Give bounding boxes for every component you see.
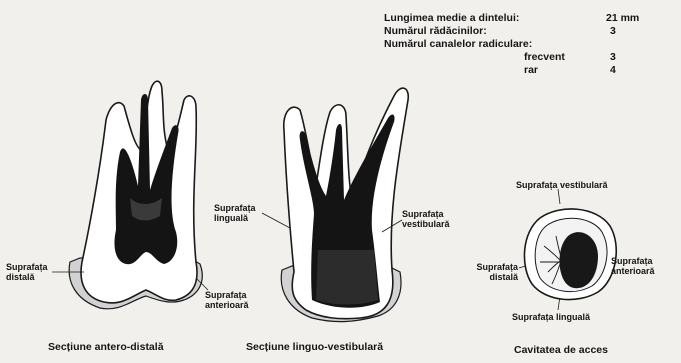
label-access-vestibular: Suprafața vestibulară [516, 180, 608, 190]
label-anterior-surface: Suprafața anterioară [205, 290, 249, 310]
label-line: anterioară [205, 300, 249, 310]
label-line: Suprafața [611, 256, 655, 266]
label-line: Suprafața [472, 262, 518, 272]
label-line: distală [6, 272, 48, 282]
label-access-lingual: Suprafața linguală [512, 312, 590, 322]
avg-length-label: Lungimea medie a dintelui: [384, 12, 519, 25]
label-distal-surface: Suprafața distală [6, 262, 48, 282]
roots-label: Numărul rădăcinilor: [384, 25, 487, 38]
label-access-anterior: Suprafața anterioară [611, 256, 655, 276]
label-line: Suprafața [214, 203, 256, 213]
caption-access-cavity: Cavitatea de acces [514, 344, 608, 356]
tooth-section-antero-distal [69, 81, 202, 309]
pulp-texture [316, 250, 378, 305]
canals-label: Numărul canalelor radiculare: [384, 38, 532, 51]
label-vestibular-surface: Suprafața vestibulară [402, 209, 450, 229]
rare-label: rar [524, 64, 538, 77]
rare-value: 4 [610, 64, 616, 77]
label-access-distal: Suprafața distală [472, 262, 518, 282]
label-line: linguală [214, 213, 256, 223]
label-line: Suprafața [205, 290, 249, 300]
label-line: distală [472, 272, 518, 282]
caption-antero-distal: Secțiune antero-distală [48, 341, 164, 353]
label-line: vestibulară [402, 219, 450, 229]
label-line: Suprafața [402, 209, 450, 219]
frequent-value: 3 [610, 51, 616, 64]
label-lingual-surface: Suprafața linguală [214, 203, 256, 223]
label-line: Suprafața [6, 262, 48, 272]
access-cavity [524, 209, 616, 300]
roots-value: 3 [610, 25, 616, 38]
caption-linguo-vestibular: Secțiune linguo-vestibulară [246, 341, 383, 353]
tooth-section-linguo-vestibular [281, 88, 408, 322]
frequent-label: frecvent [524, 51, 565, 64]
label-line: anterioară [611, 266, 655, 276]
avg-length-value: 21 mm [606, 12, 639, 25]
